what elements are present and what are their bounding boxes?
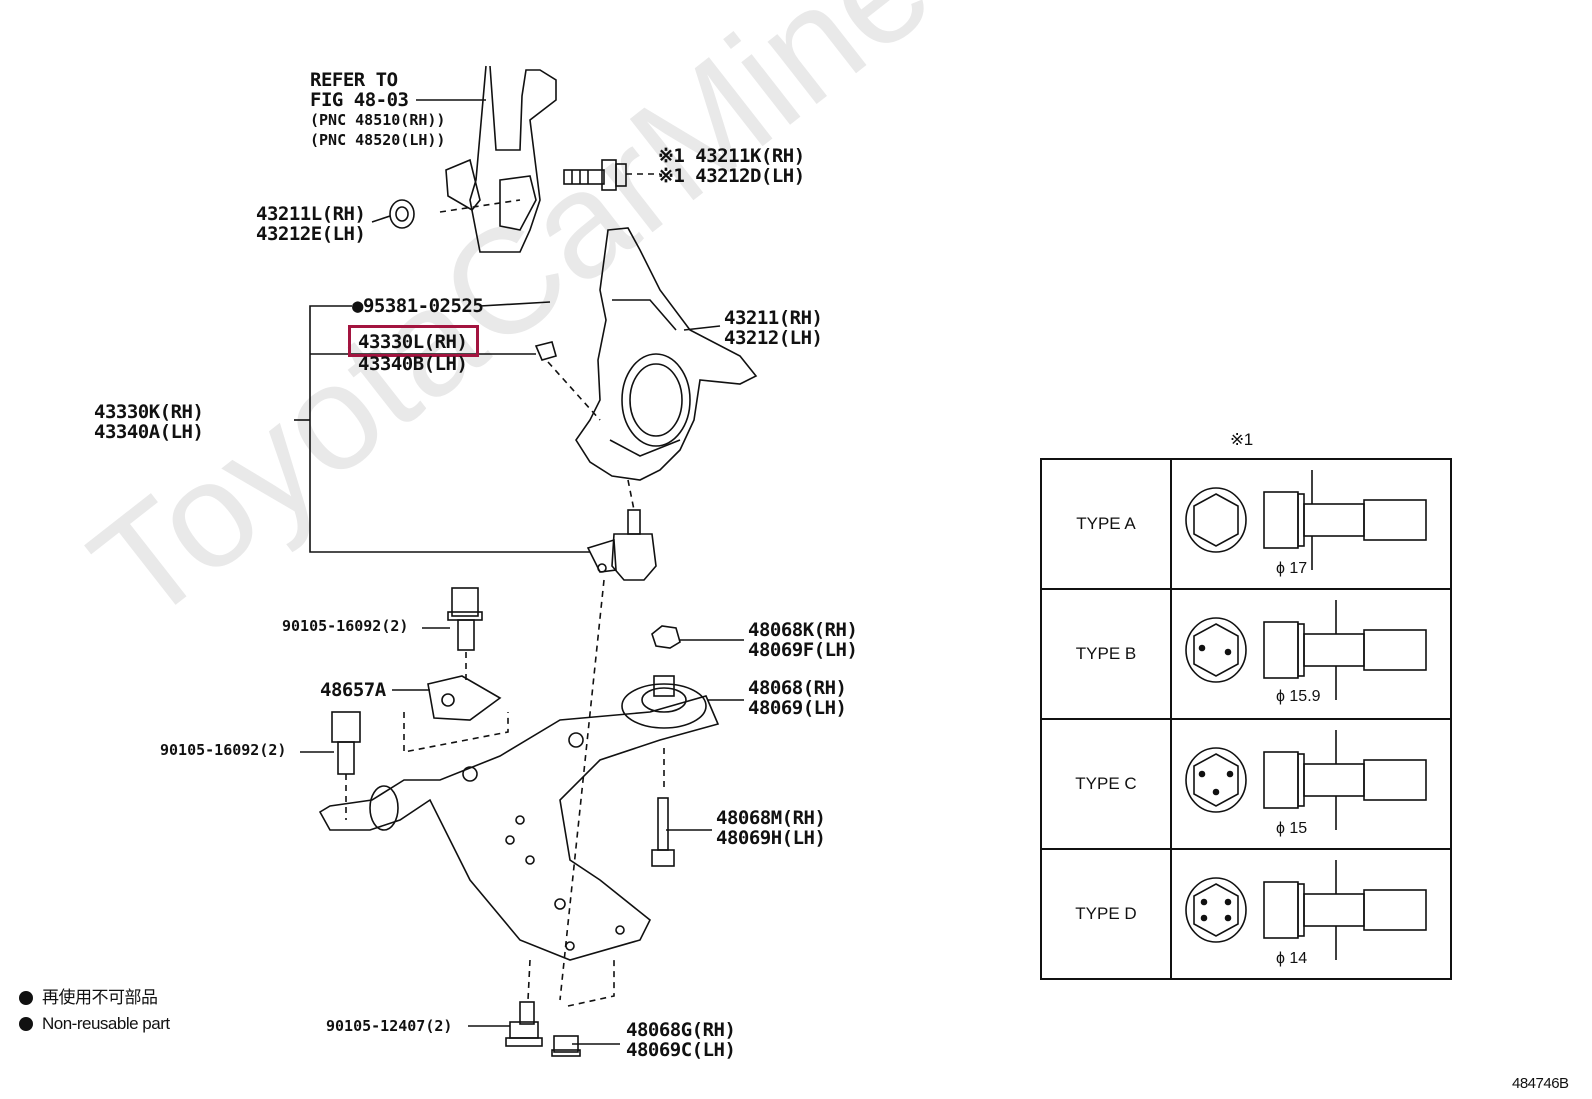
type-row-a: TYPE A ϕ 17 xyxy=(1040,458,1452,590)
label-48068g: 48068G(RH) xyxy=(626,1019,736,1041)
type-b-bolt-drawing xyxy=(1185,600,1427,700)
label-48069f: 48069F(LH) xyxy=(748,639,858,661)
label-48069h: 48069H(LH) xyxy=(716,827,826,849)
label-43211l: 43211L(RH) xyxy=(256,203,366,225)
type-d-picture: ϕ 14 xyxy=(1170,848,1452,980)
refer-line3: (PNC 48510(RH)) xyxy=(310,111,446,129)
type-a-bolt-drawing xyxy=(1185,470,1427,570)
label-48069c: 48069C(LH) xyxy=(626,1039,736,1061)
bolt-48068m xyxy=(651,797,675,867)
type-row-c: TYPE C ϕ 15 xyxy=(1040,718,1452,850)
type-d-diameter: ϕ 14 xyxy=(1276,950,1308,967)
bushing-48068 xyxy=(621,675,707,729)
bolt-43211k xyxy=(563,159,660,191)
label-95381: ●95381-02525 xyxy=(352,295,484,317)
bolt-types-table: TYPE A ϕ 17 TYPE B xyxy=(1040,458,1452,980)
label-90105-c: 90105-12407(2) xyxy=(326,1017,453,1035)
bolt-90105-12407 xyxy=(505,959,543,1047)
legend-dot-jp xyxy=(19,991,33,1005)
label-48068k: 48068K(RH) xyxy=(748,619,858,641)
label-43212d: ※1 43212D(LH) xyxy=(658,165,805,187)
label-43340b: 43340B(LH) xyxy=(358,353,468,375)
steering-knuckle xyxy=(575,227,758,511)
refer-line2: FIG 48-03 xyxy=(310,89,409,111)
label-90105-a: 90105-16092(2) xyxy=(282,617,409,635)
label-48069: 48069(LH) xyxy=(748,697,847,719)
type-row-b: TYPE B ϕ 15.9 xyxy=(1040,588,1452,720)
bracket-48657a xyxy=(403,675,509,753)
strut-bracket xyxy=(439,65,557,253)
bolt-90105-top xyxy=(447,587,483,680)
nut-43211l xyxy=(389,199,415,229)
type-a-label: TYPE A xyxy=(1040,458,1172,590)
highlight-box xyxy=(348,325,479,357)
type-c-diameter: ϕ 15 xyxy=(1276,820,1308,837)
type-b-diameter: ϕ 15.9 xyxy=(1276,688,1321,705)
type-b-label: TYPE B xyxy=(1040,588,1172,720)
refer-line1: REFER TO xyxy=(310,69,398,91)
label-43211: 43211(RH) xyxy=(724,307,823,329)
label-48068: 48068(RH) xyxy=(748,677,847,699)
label-48068m: 48068M(RH) xyxy=(716,807,826,829)
type-c-picture: ϕ 15 xyxy=(1170,718,1452,850)
nut-48068k xyxy=(651,625,681,649)
refer-line4: (PNC 48520(LH)) xyxy=(310,131,446,149)
label-43212: 43212(LH) xyxy=(724,327,823,349)
type-d-label: TYPE D xyxy=(1040,848,1172,980)
label-48657a: 48657A xyxy=(320,679,386,701)
legend-jp: 再使用不可部品 xyxy=(42,988,158,1007)
type-a-picture: ϕ 17 xyxy=(1170,458,1452,590)
leader-lines xyxy=(300,99,744,1045)
legend-dot-en xyxy=(19,1017,33,1031)
bolt-90105-left xyxy=(331,711,361,820)
ball-joint-small xyxy=(534,341,601,421)
type-c-bolt-drawing xyxy=(1185,730,1427,830)
figure-id: 484746B xyxy=(1512,1075,1569,1092)
label-43212e: 43212E(LH) xyxy=(256,223,366,245)
legend-en: Non-reusable part xyxy=(42,1014,170,1033)
label-43330k: 43330K(RH) xyxy=(94,401,204,423)
lower-ball-joint xyxy=(559,509,657,1001)
type-c-label: TYPE C xyxy=(1040,718,1172,850)
type-a-diameter: ϕ 17 xyxy=(1276,560,1308,577)
type-row-d: TYPE D ϕ 14 xyxy=(1040,848,1452,980)
label-43340a: 43340A(LH) xyxy=(94,421,204,443)
type-d-bolt-drawing xyxy=(1185,860,1427,960)
label-43330l: 43330L(RH) xyxy=(358,331,468,353)
lower-control-arm xyxy=(318,695,720,1007)
type-b-picture: ϕ 15.9 xyxy=(1170,588,1452,720)
nut-48068g xyxy=(551,1035,581,1057)
label-43211k: ※1 43211K(RH) xyxy=(658,145,805,167)
label-90105-b: 90105-16092(2) xyxy=(160,741,287,759)
types-note: ※1 xyxy=(1230,430,1253,449)
